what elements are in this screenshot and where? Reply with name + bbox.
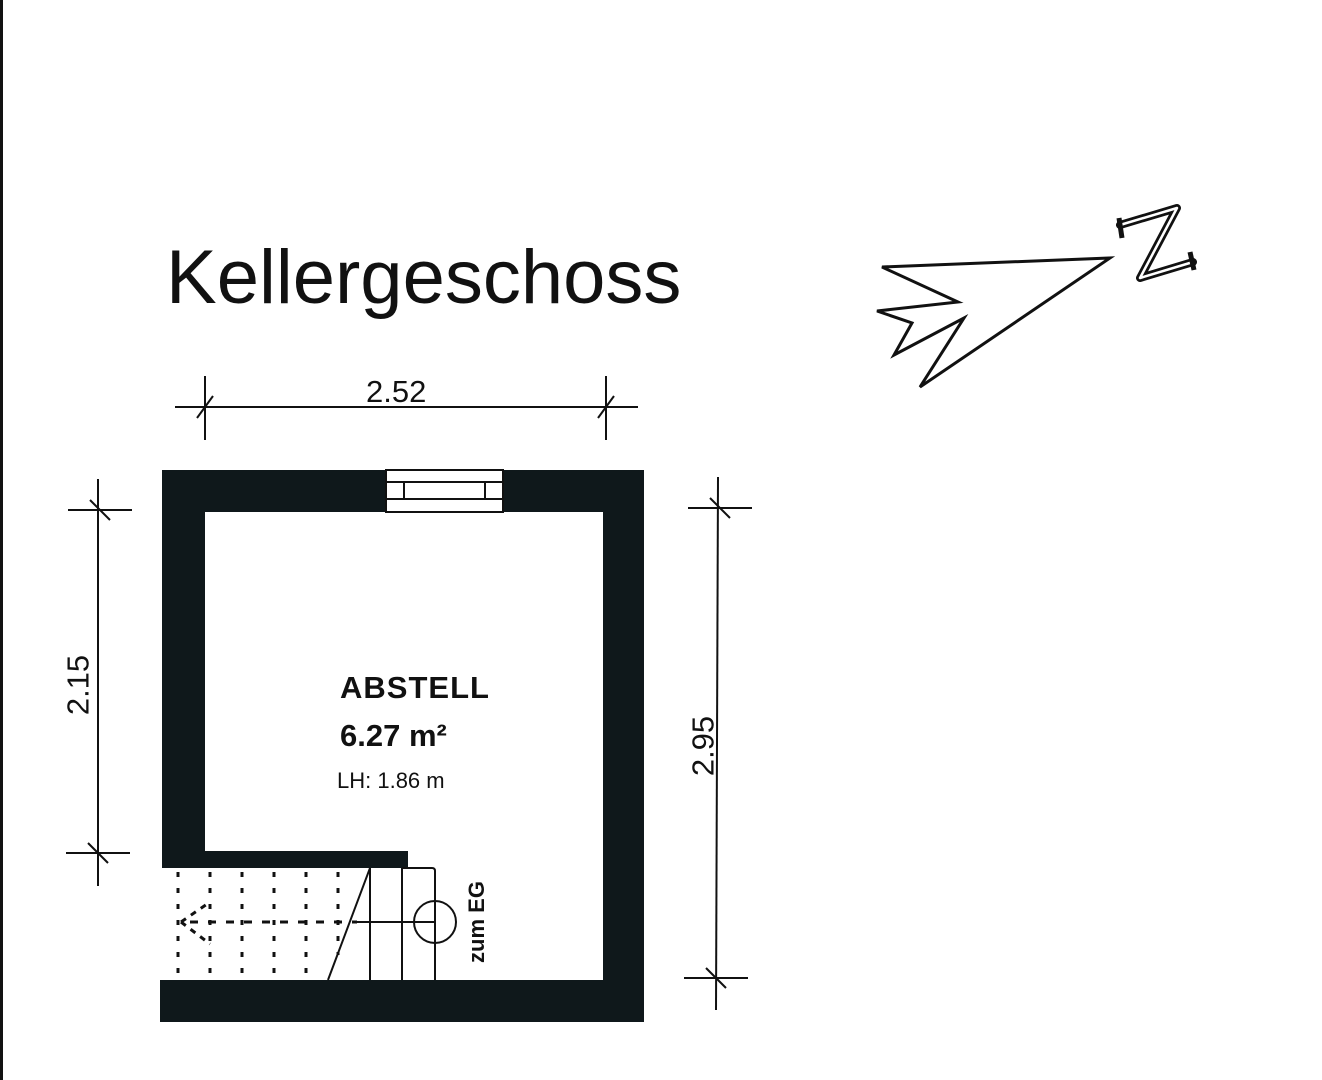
floor-title: Kellergeschoss <box>166 235 682 320</box>
page-edge-border <box>0 0 3 1080</box>
dimension-line-left <box>66 479 132 886</box>
dimension-line-top <box>175 376 638 440</box>
stair-label: zum EG <box>464 881 489 963</box>
room-area: 6.27 m² <box>340 718 447 753</box>
dimension-height-right: 2.95 <box>685 715 721 777</box>
window <box>385 469 504 513</box>
stair-direction-circle-icon <box>413 900 457 944</box>
north-arrow-icon <box>876 204 1197 389</box>
stair <box>327 867 457 981</box>
stair-hidden-lines <box>176 872 357 975</box>
north-letter-n-icon <box>1116 204 1197 282</box>
room-name: ABSTELL <box>340 670 490 705</box>
dimension-width-top: 2.52 <box>366 374 427 409</box>
dimension-height-left: 2.15 <box>60 654 96 716</box>
dimension-line-right <box>684 476 752 1011</box>
room-ceiling-height: LH: 1.86 m <box>337 768 445 793</box>
walls <box>160 470 644 1022</box>
